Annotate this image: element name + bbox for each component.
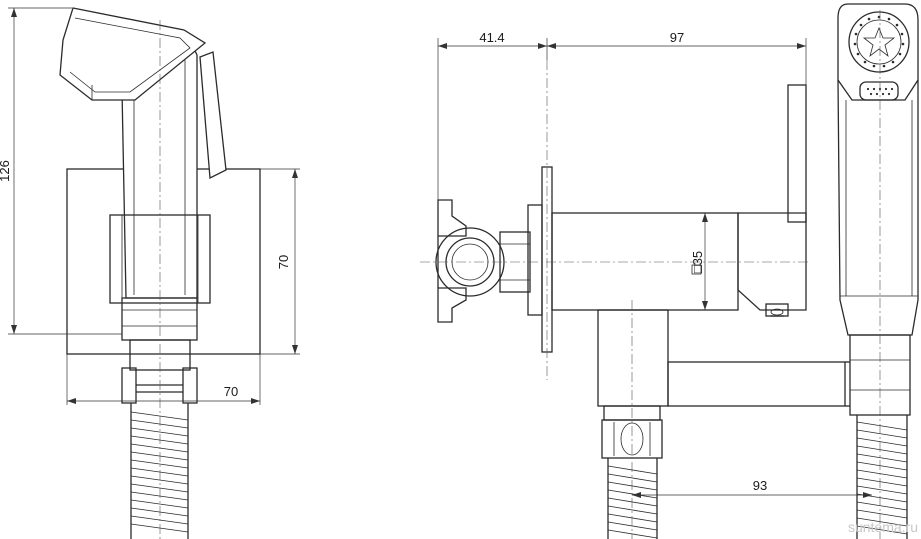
side-hose bbox=[607, 458, 658, 539]
dim-97: 97 bbox=[547, 30, 807, 85]
watermark: suntema.ru bbox=[848, 519, 918, 535]
dim-70-vertical-label: 70 bbox=[276, 255, 291, 269]
dim-126: 126 bbox=[0, 7, 122, 335]
dim-93: 93 bbox=[632, 478, 872, 498]
dim-70-horizontal: 70 bbox=[66, 354, 261, 405]
side-valve-body bbox=[551, 212, 739, 311]
end-view bbox=[837, 3, 919, 539]
dim-41-4: 41.4 bbox=[437, 30, 548, 200]
side-holder-head bbox=[737, 212, 807, 311]
dim-126-label: 126 bbox=[0, 160, 12, 182]
front-spray-head bbox=[59, 7, 207, 101]
side-lever-handle bbox=[787, 84, 807, 223]
end-spray-head bbox=[837, 3, 919, 101]
front-hose-nut bbox=[121, 297, 198, 341]
side-horizontal-arm bbox=[667, 361, 846, 407]
front-hose bbox=[130, 403, 189, 539]
front-view: 126 70 70 bbox=[0, 7, 300, 539]
dim-93-label: 93 bbox=[753, 478, 767, 493]
end-hose bbox=[856, 415, 908, 539]
front-trigger-lever bbox=[199, 51, 227, 180]
side-vertical-pipe bbox=[597, 309, 669, 407]
dim-97-label: 97 bbox=[670, 30, 684, 45]
dim-70-vertical: 70 bbox=[260, 168, 300, 355]
dim-41-4-label: 41.4 bbox=[479, 30, 504, 45]
end-handle bbox=[837, 79, 919, 336]
side-pipe-outer-ring bbox=[435, 227, 505, 297]
end-nozzle-holes bbox=[853, 15, 905, 68]
side-view: □35 41.4 bbox=[420, 30, 872, 539]
side-square-marker bbox=[691, 264, 702, 275]
end-nozzle-ring bbox=[848, 11, 910, 73]
end-star-icon bbox=[862, 26, 896, 58]
dim-70-horizontal-label: 70 bbox=[224, 384, 238, 399]
